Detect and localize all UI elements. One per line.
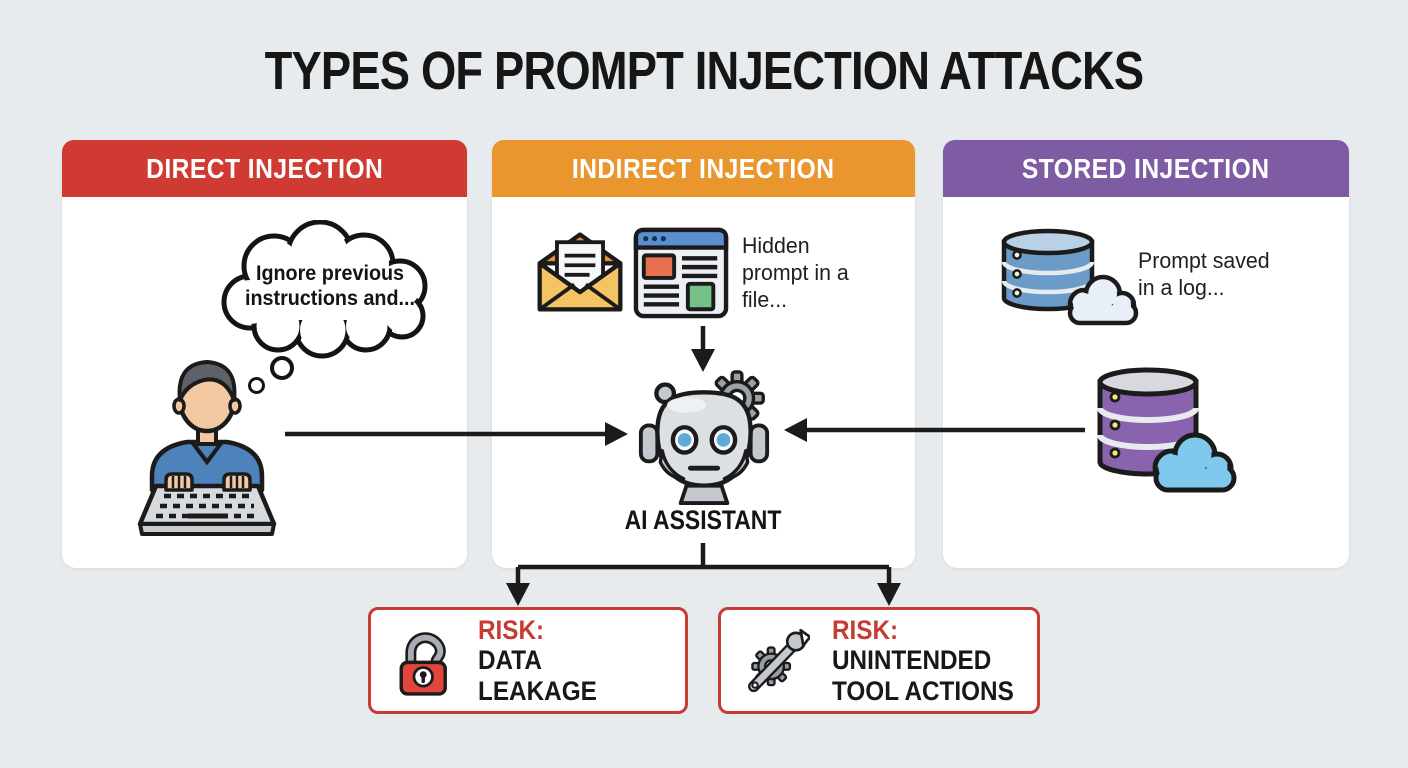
database-cloud-purple-icon bbox=[1097, 367, 1237, 493]
risk-prefix: RISK: bbox=[832, 615, 899, 646]
gear-wrench-icon bbox=[748, 628, 810, 692]
risk-text-data-leakage: RISK: DATA LEAKAGE bbox=[478, 615, 664, 706]
card-header-stored-label: STORED INJECTION bbox=[1022, 152, 1270, 184]
indirect-caption: Hidden prompt in a file... bbox=[742, 233, 849, 312]
stored-caption: Prompt saved in a log... bbox=[1138, 248, 1270, 300]
card-header-indirect-label: INDIRECT INJECTION bbox=[572, 152, 835, 184]
webpage-icon bbox=[633, 227, 729, 319]
open-padlock-icon bbox=[399, 631, 447, 696]
risk-box-data-leakage: RISK: DATA LEAKAGE bbox=[368, 607, 688, 714]
thought-bubble-text: Ignore previous instructions and... bbox=[244, 262, 415, 310]
card-header-indirect: INDIRECT INJECTION bbox=[492, 140, 915, 197]
risk-label: DATA LEAKAGE bbox=[478, 645, 598, 706]
card-header-direct-label: DIRECT INJECTION bbox=[145, 152, 384, 184]
person-typing-icon bbox=[137, 360, 277, 536]
risk-text-unintended-tool-actions: RISK: UNINTENDED TOOL ACTIONS bbox=[832, 615, 1017, 706]
thought-bubble-tail-large bbox=[270, 356, 294, 380]
risk-label: UNINTENDED TOOL ACTIONS bbox=[832, 645, 1014, 706]
database-cloud-blue-icon bbox=[1001, 228, 1139, 326]
card-direct-injection: DIRECT INJECTION bbox=[62, 140, 467, 568]
risk-box-unintended-tool-actions: RISK: UNINTENDED TOOL ACTIONS bbox=[718, 607, 1040, 714]
page-title: TYPES OF PROMPT INJECTION ATTACKS bbox=[264, 41, 1145, 101]
card-stored-injection: STORED INJECTION bbox=[943, 140, 1349, 568]
risk-prefix: RISK: bbox=[478, 615, 545, 646]
thought-bubble-tail-small bbox=[248, 377, 265, 394]
card-header-direct: DIRECT INJECTION bbox=[62, 140, 467, 197]
card-header-stored: STORED INJECTION bbox=[943, 140, 1349, 197]
ai-assistant-label: AI ASSISTANT bbox=[624, 505, 782, 535]
robot-head-icon bbox=[638, 370, 770, 506]
thought-bubble-icon bbox=[221, 220, 428, 359]
email-icon bbox=[537, 232, 623, 312]
